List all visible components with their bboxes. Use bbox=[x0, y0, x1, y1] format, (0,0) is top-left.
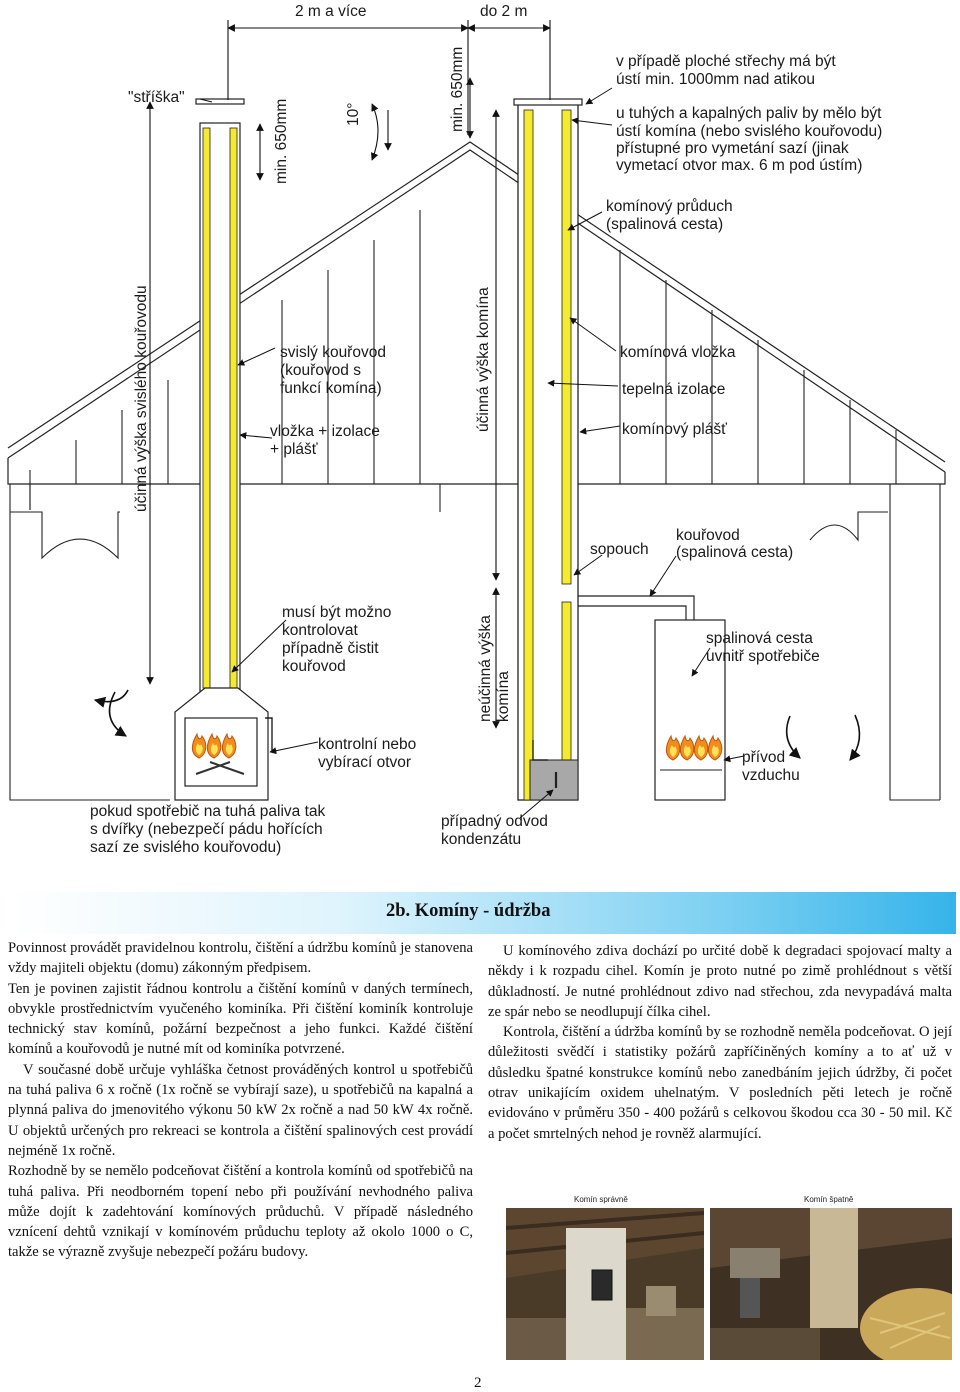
solid-fuel-warning: pokud spotřebič na tuhá paliva tak s dví… bbox=[90, 803, 330, 856]
roof bbox=[7, 141, 946, 510]
section-banner bbox=[8, 892, 956, 934]
connector-label: kouřovod (spalinová cesta) bbox=[676, 527, 793, 561]
inspect-label: musí být možno kontrolovat případně čist… bbox=[282, 604, 396, 675]
chimney-diagram: 2 m a více do 2 m "stříška" min. 650mm 1… bbox=[7, 3, 946, 856]
dim-right-label: do 2 m bbox=[480, 3, 527, 20]
photo-left-caption: Komín správně bbox=[574, 1195, 628, 1204]
air-flow-arrows bbox=[93, 689, 861, 761]
right-column: U komínového zdiva dochází po určité dob… bbox=[488, 941, 952, 1144]
vertical-pipe-label: svislý kouřovod (kouřovod s funkcí komín… bbox=[280, 344, 390, 397]
photo-chimney-correct bbox=[506, 1208, 704, 1360]
sopouch-label: sopouch bbox=[590, 541, 649, 558]
vertical-pipe-height-label: účinná výška svislého kouřovodu bbox=[133, 285, 150, 512]
condensate-label: případný odvod kondenzátu bbox=[441, 813, 552, 848]
paragraph: V současné době určuje vyhláška četnost … bbox=[8, 1061, 473, 1159]
chimney-shell-label: komínový plášť bbox=[622, 421, 727, 438]
cleaning-opening-label: kontrolní nebo vybírací otvor bbox=[318, 736, 421, 771]
paragraph: Povinnost provádět pravidelnou kontrolu,… bbox=[8, 940, 473, 977]
section-title: 2b. Komíny - údržba bbox=[386, 901, 551, 921]
dimension-lines bbox=[146, 20, 551, 729]
flue-label: komínový průduch (spalinová cesta) bbox=[606, 198, 737, 233]
paragraph: Rozhodně by se nemělo podceňovat čištění… bbox=[8, 1163, 473, 1261]
striska-label: "stříška" bbox=[128, 89, 185, 106]
chimney bbox=[513, 98, 583, 801]
solid-fuels-note: u tuhých a kapalných paliv by mělo být ú… bbox=[616, 105, 887, 174]
gas-appliance bbox=[578, 595, 726, 801]
thermal-insulation-label: tepelná izolace bbox=[622, 381, 725, 398]
flat-roof-note: v případě ploché střechy má být ústí min… bbox=[616, 53, 840, 88]
paragraph: Kontrola, čištění a údržba komínů by se … bbox=[488, 1024, 952, 1142]
chimney-liner-label: komínová vložka bbox=[620, 344, 736, 361]
paragraph: U komínového zdiva dochází po určité dob… bbox=[488, 943, 952, 1020]
paragraph: Ten je povinen zajistit řádnou kontrolu … bbox=[8, 980, 473, 1058]
vertical-flue-pipe bbox=[195, 98, 245, 694]
chimney-height-label: účinná výška komína bbox=[475, 287, 492, 432]
min650-left-label: min. 650mm bbox=[273, 99, 290, 184]
page-number: 2 bbox=[474, 1375, 482, 1391]
rafters bbox=[29, 210, 897, 484]
photo-chimney-wrong bbox=[710, 1208, 952, 1360]
min650-right-label: min. 650mm bbox=[449, 47, 466, 132]
liner-insulation-label: vložka + izolace + plášť bbox=[270, 423, 384, 458]
angle-label: 10° bbox=[345, 103, 362, 126]
walls bbox=[9, 484, 941, 801]
air-supply-label: přívod vzduchu bbox=[742, 749, 800, 784]
left-column: Povinnost provádět pravidelnou kontrolu,… bbox=[8, 938, 473, 1263]
dim-left-label: 2 m a více bbox=[295, 3, 367, 20]
appliance-path-label: spalinová cesta uvnitř spotřebiče bbox=[706, 630, 820, 665]
solid-fuel-stove bbox=[174, 687, 273, 801]
photo-right-caption: Komín špatně bbox=[804, 1195, 854, 1204]
pointer-lines bbox=[199, 87, 745, 819]
ineffective-height-label: neúčinná výška komína bbox=[477, 611, 512, 722]
